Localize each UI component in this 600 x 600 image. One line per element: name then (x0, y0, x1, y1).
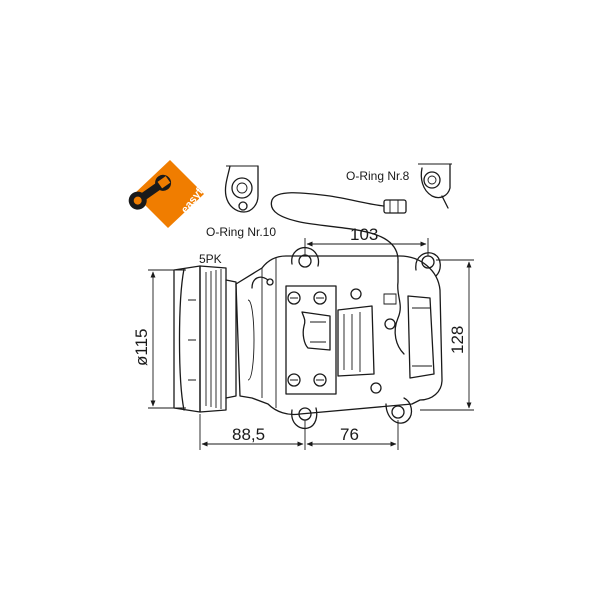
badge-diamond (134, 160, 204, 228)
rear-head (407, 295, 435, 379)
compressor-housing (235, 255, 443, 416)
pulley (173, 265, 237, 413)
wiring-harness (270, 192, 407, 263)
wrench-icon (128, 174, 172, 210)
dimension-lines (148, 238, 474, 450)
dimension-width-left: 88,5 (232, 425, 265, 444)
mount-ear-bottom-left (291, 407, 318, 430)
electrical-connector (383, 199, 407, 214)
mount-ear-bottom-right (385, 397, 413, 424)
o-ring-nr8-label: O-Ring Nr.8 (346, 169, 410, 183)
o-ring-flange-right-icon (418, 163, 452, 209)
o-ring-nr10-label: O-Ring Nr.10 (206, 225, 276, 239)
compressor-illustration (173, 246, 443, 430)
belt-label: 5PK (199, 252, 222, 266)
dimension-diameter: ø115 (132, 329, 151, 367)
port-block (285, 285, 382, 395)
o-ring-flange-left-icon (224, 165, 259, 213)
easyfit-badge: easyfit (128, 160, 210, 228)
dimension-width-top: 103 (350, 225, 378, 244)
mount-ear-top-right (415, 252, 441, 277)
dimension-width-right: 76 (340, 425, 359, 444)
dimension-height: 128 (448, 326, 467, 354)
